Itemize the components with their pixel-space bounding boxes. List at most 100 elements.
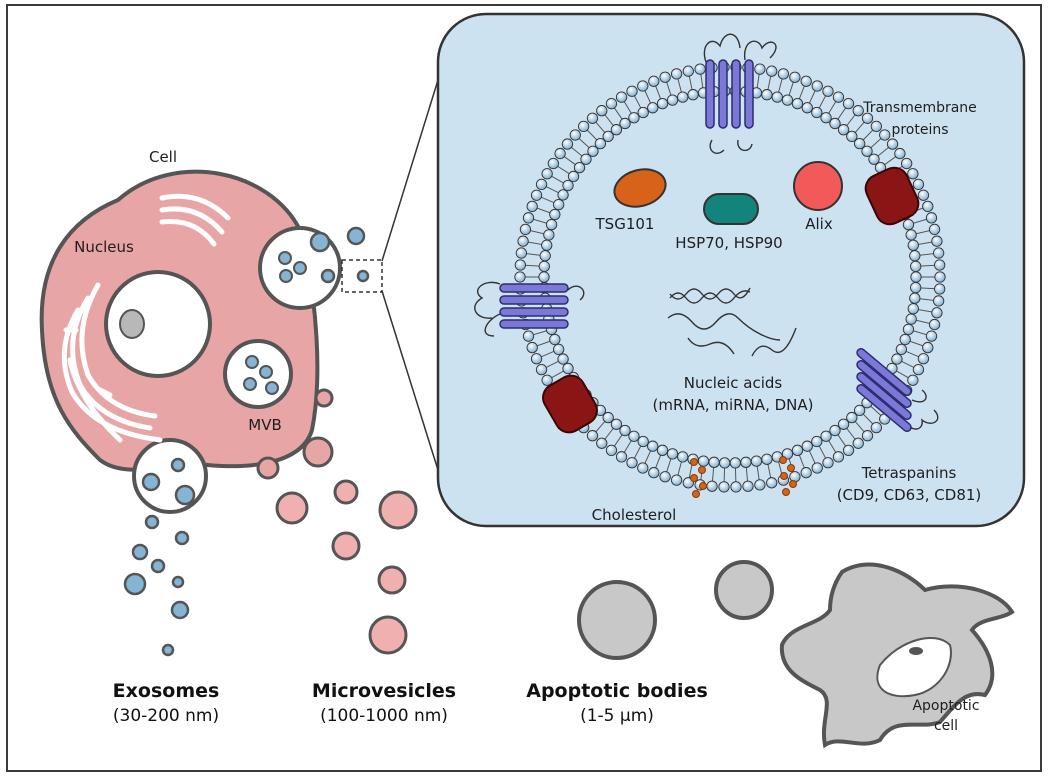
transmembrane-proteins [542,166,920,434]
lipid-tail [643,89,652,105]
lipid-head [846,411,858,424]
lipid-head [832,451,845,463]
lipid-head [910,271,922,283]
transmembrane-label-2: proteins [891,122,948,138]
lipid-head [852,437,864,449]
golgi-apparatus [159,193,231,247]
lipid-head [637,106,649,119]
lipid-tail [918,253,935,256]
nucleic-acids-label-1: Nucleic acids [684,374,783,392]
microvesicles-size: (100-1000 nm) [320,706,448,726]
zoom-region [341,259,383,293]
lipid-tail [912,218,928,224]
lipid-tail [535,340,552,347]
lipid-head [670,68,683,80]
lipid-head [706,480,718,492]
lipid-tail [798,84,806,101]
lipid-tail [917,241,934,246]
mvb-label: MVB [248,416,282,434]
lipid-head [553,198,565,211]
lipid-head [846,130,858,143]
lipid-head [905,229,917,241]
lipid-head [820,112,832,124]
lipid-head [777,68,790,80]
lipid-tail [586,128,598,142]
lipid-head [811,435,823,448]
lipid-head [656,98,669,110]
lipid-tail [526,241,543,246]
lipid-tail [908,340,925,347]
lipid-tail [594,420,606,434]
lipid-head [569,129,581,141]
lipid-tail [577,137,591,149]
lipid-head [868,153,880,165]
lipid-head [619,117,631,130]
tsg101-protein [613,168,667,208]
figure-frame [6,4,1042,772]
lipid-tail [529,229,546,235]
lipid-tail [550,175,565,185]
lipid-head [907,168,919,180]
tetraspanin-bottom-right [856,347,939,433]
lipid-tail [862,128,874,142]
lipid-head [822,85,834,97]
lipid-head [514,259,526,271]
lipid-head [928,318,941,331]
lipid-head [842,444,855,456]
lipid-head [587,145,599,157]
lipid-tail [876,146,890,158]
lipid-tail [745,466,749,483]
lipid-tail [845,113,857,127]
lipid-head [729,457,741,469]
lipid-head [545,218,558,231]
lipid-head [596,105,608,117]
intraluminal-vesicles [243,355,279,395]
lipid-head [694,63,706,75]
lipid-head [522,212,535,224]
microvesicles-group [275,479,418,655]
lipid-tail [788,80,795,97]
lipid-tail [623,439,633,454]
lipid-tail [900,360,916,369]
lipid-head [535,178,548,190]
apoptotic-cell-label-1: Apoptotic [912,698,979,714]
lipid-head [750,455,763,467]
lipid-head [822,457,834,469]
lipid-tail [711,466,715,483]
lipid-head [580,153,592,165]
lipid-head [648,75,660,87]
lipid-tail [767,463,772,479]
lipid-head [832,91,845,103]
lipid-head [541,239,553,251]
lipid-head [541,168,553,180]
endoplasmic-reticulum [61,282,163,443]
lipid-head [577,120,590,133]
lipid-head [905,313,917,325]
microvesicle-bud [302,436,334,468]
lipid-head [626,85,638,97]
lipid-head [852,105,864,117]
lipid-head [647,102,659,114]
lipid-head [637,80,649,92]
lipid-head [708,456,720,468]
cell-label: Cell [149,148,177,166]
lipid-tail [914,319,931,325]
apoptotic-bodies-size: (1-5 μm) [580,706,654,726]
lipid-head [902,218,915,231]
lipid-head [766,65,778,77]
lipid-head [602,411,614,424]
apoptotic-cell-label-2: cell [934,718,958,734]
lipid-tail [550,369,565,379]
lipid-tail [665,457,672,474]
lipid-head [628,430,640,442]
lipid-head [917,189,930,201]
apoptotic-nucleus [876,636,952,698]
lipid-head [740,456,752,468]
lipid-tail [836,433,847,448]
lipid-head [742,480,754,492]
tetraspanin-top [703,33,777,154]
lipid-head [637,462,649,474]
apoptotic-bodies-group [577,560,774,660]
lipid-head [594,137,607,150]
lipid-head [687,89,699,101]
